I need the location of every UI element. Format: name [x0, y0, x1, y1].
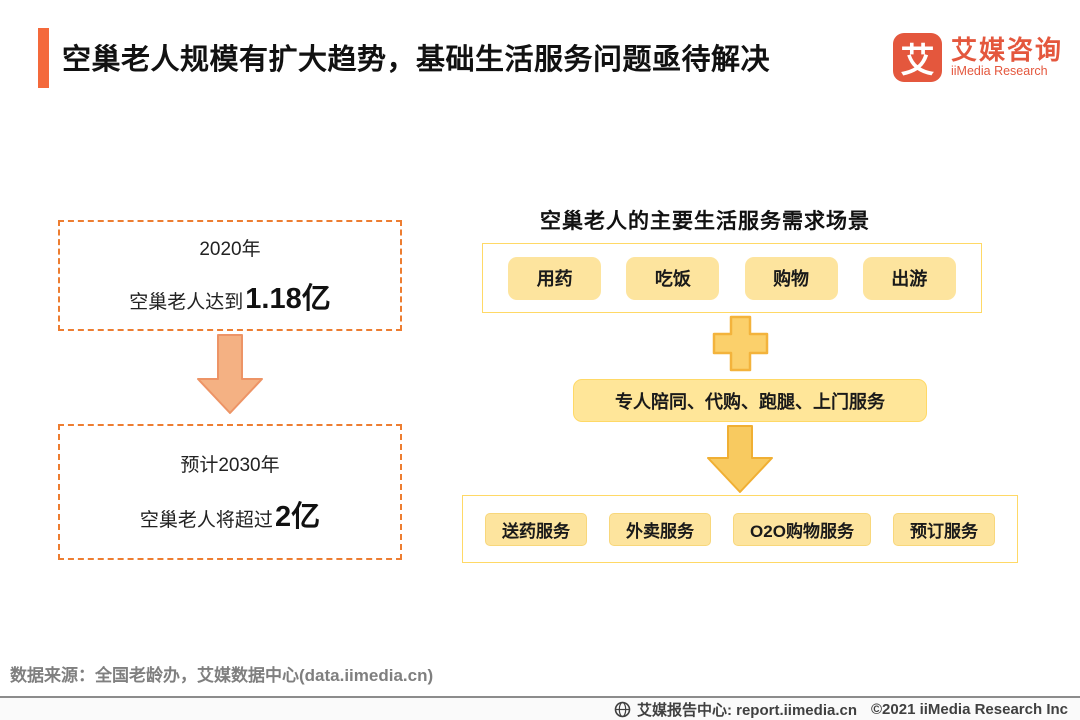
globe-icon — [614, 701, 631, 717]
title-accent-bar — [38, 28, 49, 88]
down-arrow-icon — [707, 425, 773, 493]
footer-divider — [0, 696, 1080, 698]
stat-value-2020: 空巢老人达到 1.18亿 — [129, 275, 330, 317]
service-item-food-delivery: 外卖服务 — [609, 512, 712, 546]
stat-value-2030: 空巢老人将超过 2亿 — [140, 493, 320, 535]
footer: 艾媒报告中心: report.iimedia.cn ©2021 iiMedia … — [0, 698, 1080, 720]
plus-icon — [712, 315, 769, 372]
scene-item-medication: 用药 — [508, 256, 602, 300]
page-title: 空巢老人规模有扩大趋势，基础生活服务问题亟待解决 — [62, 44, 771, 76]
stat-2030-number: 2亿 — [274, 500, 321, 533]
stat-2020-prefix: 空巢老人达到 — [129, 292, 244, 313]
service-group-box: 送药服务 外卖服务 O2O购物服务 预订服务 — [462, 495, 1018, 563]
iimedia-logo: 艾 艾媒咨询 iiMedia Research — [893, 33, 1063, 82]
service-item-medicine-delivery: 送药服务 — [485, 512, 588, 546]
footer-copyright: ©2021 iiMedia Research Inc — [871, 700, 1068, 718]
stat-box-2030: 预计2030年 空巢老人将超过 2亿 — [58, 424, 402, 560]
footer-report-center: 艾媒报告中心: report.iimedia.cn — [614, 699, 857, 720]
scene-item-eating: 吃饭 — [626, 256, 720, 300]
service-item-o2o-shopping: O2O购物服务 — [733, 512, 871, 546]
stat-year-2030: 预计2030年 — [180, 454, 280, 476]
footer-report-center-text: 艾媒报告中心: report.iimedia.cn — [636, 701, 857, 719]
service-bar: 专人陪同、代购、跑腿、上门服务 — [573, 379, 927, 422]
diagram-title: 空巢老人的主要生活服务需求场景 — [540, 210, 870, 233]
down-arrow-icon — [197, 334, 263, 414]
logo-text: 艾媒咨询 iiMedia Research — [951, 33, 1063, 82]
stat-2020-number: 1.18亿 — [245, 283, 331, 315]
data-source-note: 数据来源：全国老龄办，艾媒数据中心(data.iimedia.cn) — [10, 666, 434, 685]
stat-year-2020: 2020年 — [199, 239, 261, 260]
service-item-booking: 预订服务 — [892, 512, 995, 546]
stat-box-2020: 2020年 空巢老人达到 1.18亿 — [58, 220, 402, 331]
stat-2030-prefix: 空巢老人将超过 — [139, 509, 273, 531]
logo-name-cn: 艾媒咨询 — [951, 34, 1064, 65]
scene-group-box: 用药 吃饭 购物 出游 — [482, 243, 982, 313]
logo-name-en: iiMedia Research — [951, 64, 1048, 79]
scene-item-shopping: 购物 — [744, 256, 838, 300]
scene-item-travel: 出游 — [862, 256, 956, 300]
iimedia-logo-icon: 艾 — [893, 33, 942, 82]
